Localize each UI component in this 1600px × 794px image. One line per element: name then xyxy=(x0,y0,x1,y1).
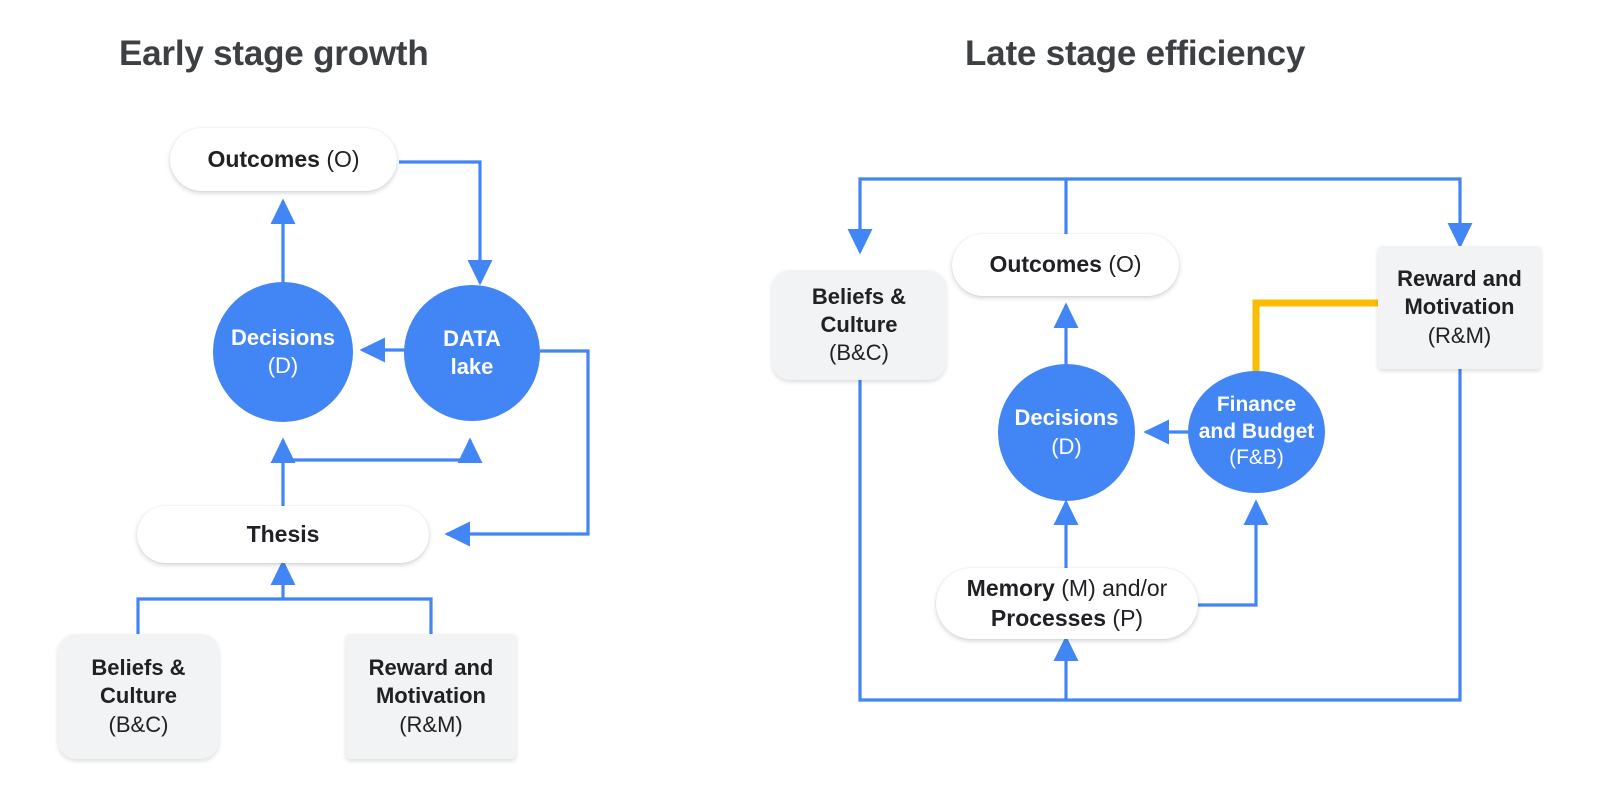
node-reward-early-line2: Motivation xyxy=(375,683,486,709)
node-beliefs-culture-late[interactable]: Beliefs & Culture (B&C) xyxy=(772,270,946,380)
node-decisions-late[interactable]: Decisions (D) xyxy=(998,364,1135,501)
edge-bc-rm-merge-rail xyxy=(136,597,433,634)
node-reward-late-line2: Motivation xyxy=(1404,294,1515,320)
edge-outcomes-reward xyxy=(1066,177,1473,249)
edge-thesis-datalake xyxy=(283,437,483,464)
late-stage-connectors xyxy=(847,177,1473,702)
node-decisions-early[interactable]: Decisions (D) xyxy=(213,282,353,422)
node-outcomes-early-bold: Outcomes xyxy=(207,145,320,172)
node-reward-late-suffix: (R&M) xyxy=(1427,322,1492,348)
edge-datalake-thesis xyxy=(444,349,590,547)
node-finance-line1: Finance xyxy=(1216,392,1297,416)
node-beliefs-culture-early[interactable]: Beliefs & Culture (B&C) xyxy=(58,634,219,759)
node-outcomes-early[interactable]: Outcomes (O) xyxy=(170,128,397,191)
early-stage-connectors xyxy=(136,160,590,634)
node-outcomes-late-suffix: (O) xyxy=(1108,251,1142,278)
node-finance-suffix: (F&B) xyxy=(1229,446,1284,470)
node-outcomes-early-suffix: (O) xyxy=(326,145,360,172)
node-beliefs-late-suffix: (B&C) xyxy=(829,340,889,366)
node-beliefs-early-line1: Beliefs & xyxy=(91,655,186,681)
node-beliefs-late-line2: Culture xyxy=(820,311,898,337)
node-memory-reg1: (M) and/or xyxy=(1061,575,1168,602)
edge-reward-finance-highlight xyxy=(1252,299,1378,378)
node-reward-early-line1: Reward and xyxy=(368,655,494,681)
node-beliefs-early-line2: Culture xyxy=(100,683,177,709)
node-decisions-late-suffix: (D) xyxy=(1051,433,1082,459)
edge-beliefs-bottom-rail xyxy=(858,380,1066,702)
node-data-lake-line2: lake xyxy=(450,354,494,379)
node-outcomes-late[interactable]: Outcomes (O) xyxy=(952,234,1179,296)
panel-title-late-stage: Late stage efficiency xyxy=(965,34,1306,73)
node-reward-late-line1: Reward and xyxy=(1397,266,1522,292)
edge-memory-finance xyxy=(1190,499,1269,607)
node-data-lake-early[interactable]: DATA lake xyxy=(404,285,540,421)
node-decisions-late-bold: Decisions xyxy=(1014,405,1119,431)
panel-title-early-stage: Early stage growth xyxy=(119,34,429,73)
node-decisions-early-suffix: (D) xyxy=(267,353,299,378)
node-data-lake-line1: DATA xyxy=(443,325,501,351)
node-reward-motivation-early[interactable]: Reward and Motivation (R&M) xyxy=(346,634,516,759)
node-reward-motivation-late[interactable]: Reward and Motivation (R&M) xyxy=(1378,246,1541,369)
edge-reward-bottom-rail xyxy=(1066,369,1462,702)
node-memory-bold1: Memory xyxy=(966,575,1055,602)
node-finance-budget-late[interactable]: Finance and Budget (F&B) xyxy=(1188,371,1325,493)
node-memory-reg2: (P) xyxy=(1112,604,1144,631)
node-memory-bold2: Processes xyxy=(990,604,1107,631)
node-thesis-label: Thesis xyxy=(246,520,320,547)
edge-outcomes-datalake xyxy=(399,160,493,286)
node-memory-processes-late[interactable]: Memory (M) and/or Processes (P) xyxy=(936,568,1198,639)
node-decisions-early-bold: Decisions xyxy=(231,324,335,350)
node-beliefs-early-suffix: (B&C) xyxy=(108,711,169,737)
node-reward-early-suffix: (R&M) xyxy=(399,711,463,737)
node-finance-line2: and Budget xyxy=(1198,419,1315,443)
node-thesis-early[interactable]: Thesis xyxy=(137,506,429,563)
edge-outcomes-beliefs xyxy=(847,177,1068,255)
node-outcomes-late-bold: Outcomes xyxy=(989,251,1102,278)
node-beliefs-late-line1: Beliefs & xyxy=(811,283,907,309)
